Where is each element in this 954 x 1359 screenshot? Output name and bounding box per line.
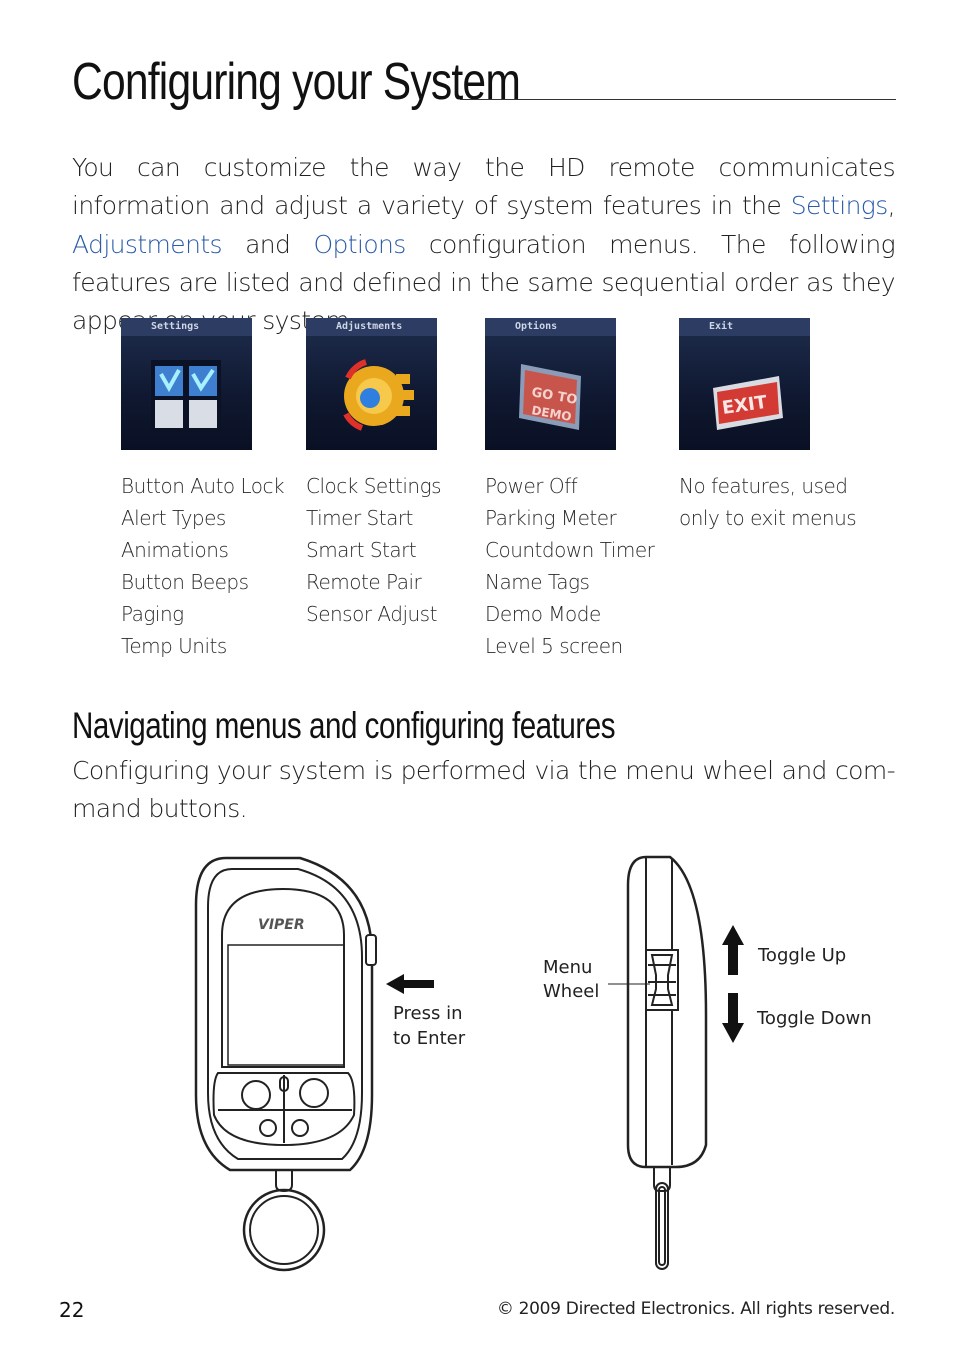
list-item: Demo Mode bbox=[485, 602, 601, 626]
title-underline bbox=[460, 99, 896, 100]
list-item: only to exit menus bbox=[679, 506, 857, 530]
page-title: Configuring your System bbox=[72, 53, 521, 111]
options-tab-label: Options bbox=[485, 318, 616, 336]
list-item: Level 5 screen bbox=[485, 634, 623, 658]
adjustments-menu-column: Adjustments Clock Settings Timer Start S… bbox=[306, 318, 496, 626]
adjustments-icon: Adjustments bbox=[306, 318, 437, 450]
list-item: Alert Types bbox=[121, 506, 226, 530]
list-item: Parking Meter bbox=[485, 506, 617, 530]
exit-menu-column: EXIT Exit No features, used only to exit… bbox=[679, 318, 869, 530]
list-item: Button Beeps bbox=[121, 570, 249, 594]
settings-icon: Settings bbox=[121, 318, 252, 450]
remote-front-view bbox=[194, 856, 377, 1272]
adjustments-link-text: Adjustments bbox=[72, 229, 223, 259]
options-feature-list: Power Off Parking Meter Countdown Timer … bbox=[485, 470, 655, 662]
list-item: Smart Start bbox=[306, 538, 417, 562]
settings-feature-list: Button Auto Lock Alert Types Animations … bbox=[121, 470, 285, 662]
toggle-up-label: Toggle Up bbox=[758, 945, 847, 966]
options-sign-line-2: DEMO bbox=[530, 403, 572, 424]
list-item: Paging bbox=[121, 602, 184, 626]
options-menu-column: GO TO DEMO Options Power Off Parking Met… bbox=[485, 318, 675, 658]
exit-tab-label: Exit bbox=[679, 318, 810, 336]
list-item: Timer Start bbox=[306, 506, 413, 530]
list-item: Button Auto Lock bbox=[121, 474, 285, 498]
remote-side-view bbox=[608, 855, 708, 1270]
adjustments-feature-list: Clock Settings Timer Start Smart Start R… bbox=[306, 470, 442, 630]
menu-wheel-label-1: Menu bbox=[543, 957, 593, 978]
remote-diagram: VIPER Press in to Enter Menu bbox=[0, 845, 954, 1279]
adjustments-tab-label: Adjustments bbox=[306, 318, 437, 336]
press-in-label-2: to Enter bbox=[393, 1028, 466, 1049]
press-in-label-1: Press in bbox=[393, 1003, 463, 1024]
exit-icon-graphic: EXIT bbox=[713, 376, 783, 430]
toggle-up-arrow-icon bbox=[722, 925, 744, 975]
options-link-text: Options bbox=[313, 229, 406, 259]
toggle-down-label: Toggle Down bbox=[757, 1008, 872, 1029]
options-icon-graphic: GO TO DEMO bbox=[519, 364, 581, 430]
copyright-notice: © 2009 Directed Electronics. All rights … bbox=[496, 1299, 895, 1319]
adjustments-icon-graphic bbox=[343, 359, 414, 431]
viper-brand-text: VIPER bbox=[258, 917, 305, 933]
intro-text-1: You can customize the way the HD remote … bbox=[72, 153, 896, 221]
list-item: No features, used bbox=[679, 474, 848, 498]
section-heading: Navigating menus and configuring feature… bbox=[72, 705, 616, 746]
remote-illustration: VIPER bbox=[194, 855, 744, 1272]
toggle-down-arrow-icon bbox=[722, 993, 744, 1043]
list-item: Remote Pair bbox=[306, 570, 422, 594]
list-item: Countdown Timer bbox=[485, 538, 655, 562]
menu-wheel-label-2: Wheel bbox=[543, 981, 600, 1002]
list-item: Animations bbox=[121, 538, 229, 562]
exit-icon: EXIT Exit bbox=[679, 318, 810, 450]
settings-tab-label: Settings bbox=[121, 318, 252, 336]
list-item: Temp Units bbox=[121, 634, 227, 658]
intro-paragraph: You can customize the way the HD remote … bbox=[72, 149, 896, 340]
settings-icon-graphic bbox=[151, 360, 221, 432]
settings-link-text: Settings bbox=[790, 191, 888, 221]
list-item: Clock Settings bbox=[306, 474, 442, 498]
settings-menu-column: Settings Button Auto Lock Alert Types An… bbox=[121, 318, 311, 658]
list-item: Name Tags bbox=[485, 570, 590, 594]
exit-feature-list: No features, used only to exit menus bbox=[679, 470, 857, 534]
press-in-arrow-icon bbox=[386, 974, 434, 994]
page-number: 22 bbox=[59, 1298, 85, 1322]
intro-separator-1: , bbox=[887, 191, 896, 221]
list-item: Power Off bbox=[485, 474, 578, 498]
intro-separator-2: and bbox=[221, 229, 314, 259]
options-icon: GO TO DEMO Options bbox=[485, 318, 616, 450]
list-item: Sensor Adjust bbox=[306, 602, 437, 626]
section-paragraph: Configuring your system is performed via… bbox=[72, 756, 896, 823]
